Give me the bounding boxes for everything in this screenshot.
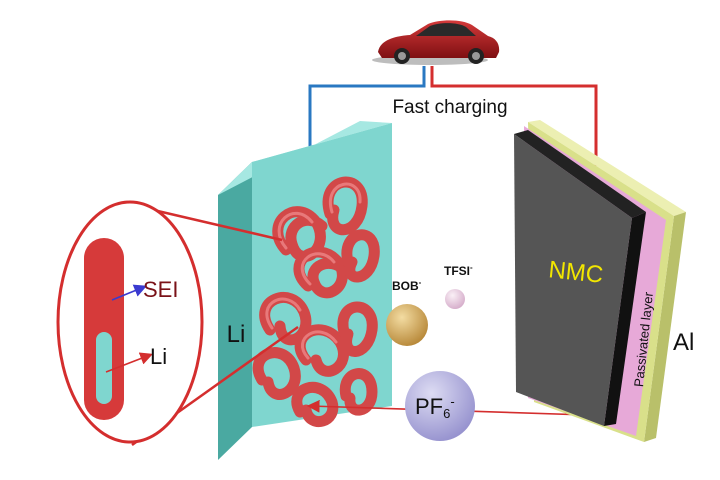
tfsi-label: TFSI- [444, 263, 473, 278]
positive-wire [430, 66, 598, 166]
pf6-anion [405, 371, 475, 441]
collector-label: Al [673, 329, 694, 356]
anode-label: Li [227, 321, 246, 348]
tfsi-anion [445, 289, 465, 309]
inset-zoom [56, 200, 299, 447]
negative-wire [308, 66, 426, 172]
bob-anion [386, 304, 428, 346]
inset-li-label: Li [150, 344, 167, 369]
bob-label: BOB- [392, 278, 422, 293]
nmc-cathode [514, 130, 646, 426]
sei-label: SEI [143, 277, 178, 302]
car-icon [372, 20, 500, 65]
pf6-label: PF6- [415, 394, 455, 421]
lithium-dendrites-highlight [265, 182, 362, 360]
cathode-label: NMC [547, 256, 604, 289]
title: Fast charging [392, 97, 507, 118]
